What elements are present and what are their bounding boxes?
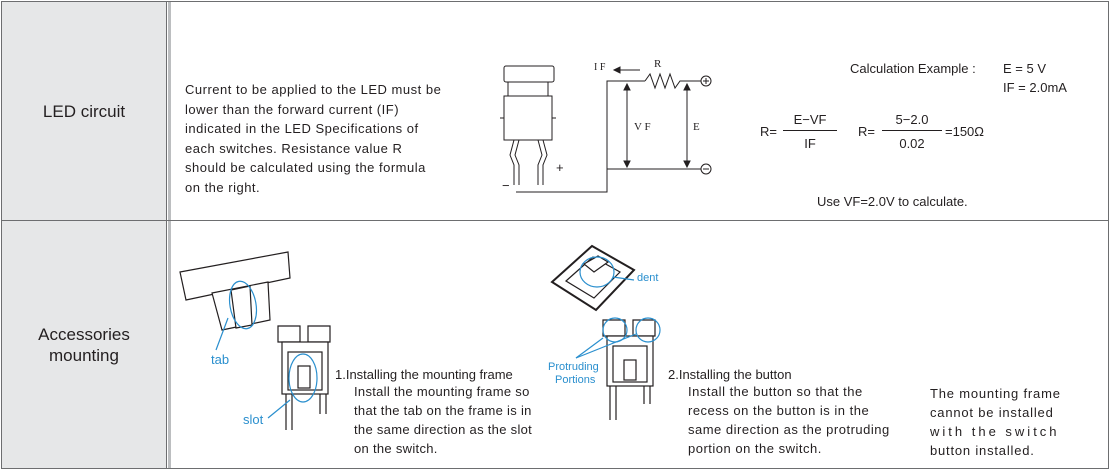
example-denominator: 0.02: [899, 136, 925, 151]
led-description-line: Current to be applied to the LED must be: [185, 82, 442, 97]
step1-line: that the tab on the frame is in: [354, 403, 532, 418]
note-line: button installed.: [930, 443, 1035, 458]
formula-numerator: E−VF: [793, 112, 827, 127]
header-divider-strip: [168, 2, 171, 220]
minus-label: −: [502, 178, 510, 193]
protruding-label-line1: Protruding: [548, 361, 599, 373]
step1-line: the same direction as the slot: [354, 422, 533, 437]
example-numerator: 5−2.0: [895, 112, 929, 127]
formula-denominator: IF: [804, 136, 816, 151]
dent-label: dent: [637, 272, 659, 284]
plus-label: +: [556, 160, 564, 175]
calc-note: Use VF=2.0V to calculate.: [817, 194, 968, 209]
accessories-title-line2: mounting: [49, 345, 119, 365]
protruding-label-line2: Portions: [555, 374, 596, 386]
step2-text: Install the button so that the recess on…: [688, 382, 908, 458]
step2-line: Install the button so that the: [688, 384, 863, 399]
led-description: Current to be applied to the LED must be…: [185, 80, 465, 197]
slot-label: slot: [243, 412, 264, 427]
step1-line: on the switch.: [354, 441, 438, 456]
row-divider: [2, 220, 1108, 221]
e-label: E: [693, 121, 700, 133]
formula-fraction-bar: [783, 130, 837, 131]
accessories-header: Accessories mounting: [2, 221, 167, 468]
example-fraction-bar: [882, 130, 942, 131]
tab-label: tab: [211, 352, 230, 367]
if-label: I F: [594, 62, 606, 73]
formula-lhs: R=: [760, 124, 777, 139]
calc-result: =150Ω: [945, 124, 984, 139]
note-line: cannot be installed: [930, 405, 1054, 420]
r-label: R: [654, 58, 662, 70]
step2-line: portion on the switch.: [688, 441, 822, 456]
calc-title: Calculation Example :: [850, 61, 976, 76]
note-line: with the switch: [930, 424, 1060, 439]
step1-title: 1.Installing the mounting frame: [335, 367, 513, 382]
calc-if-value: IF = 2.0mA: [1003, 80, 1067, 95]
step1-text: Install the mounting frame so that the t…: [354, 382, 554, 458]
header-divider-strip: [168, 221, 171, 468]
mounting-note: The mounting frame cannot be installed w…: [930, 384, 1090, 460]
step2-line: same direction as the protruding: [688, 422, 890, 437]
accessories-title-line1: Accessories: [38, 324, 130, 344]
led-description-line: indicated in the LED Specifications of: [185, 121, 419, 136]
step2-line: recess on the button is in the: [688, 403, 870, 418]
led-description-line: should be calculated using the formula: [185, 160, 426, 175]
vf-label: V F: [634, 121, 651, 133]
led-description-line: on the right.: [185, 179, 261, 195]
led-description-line: each switches. Resistance value R: [185, 140, 403, 156]
led-description-line: lower than the forward current (IF): [185, 101, 400, 117]
led-circuit-header: LED circuit: [2, 2, 167, 221]
step2-title: 2.Installing the button: [668, 367, 792, 382]
led-circuit-title: LED circuit: [42, 102, 126, 121]
step1-line: Install the mounting frame so: [354, 384, 530, 399]
calc-e-value: E = 5 V: [1003, 61, 1046, 76]
note-line: The mounting frame: [930, 386, 1061, 401]
example-lhs: R=: [858, 124, 875, 139]
